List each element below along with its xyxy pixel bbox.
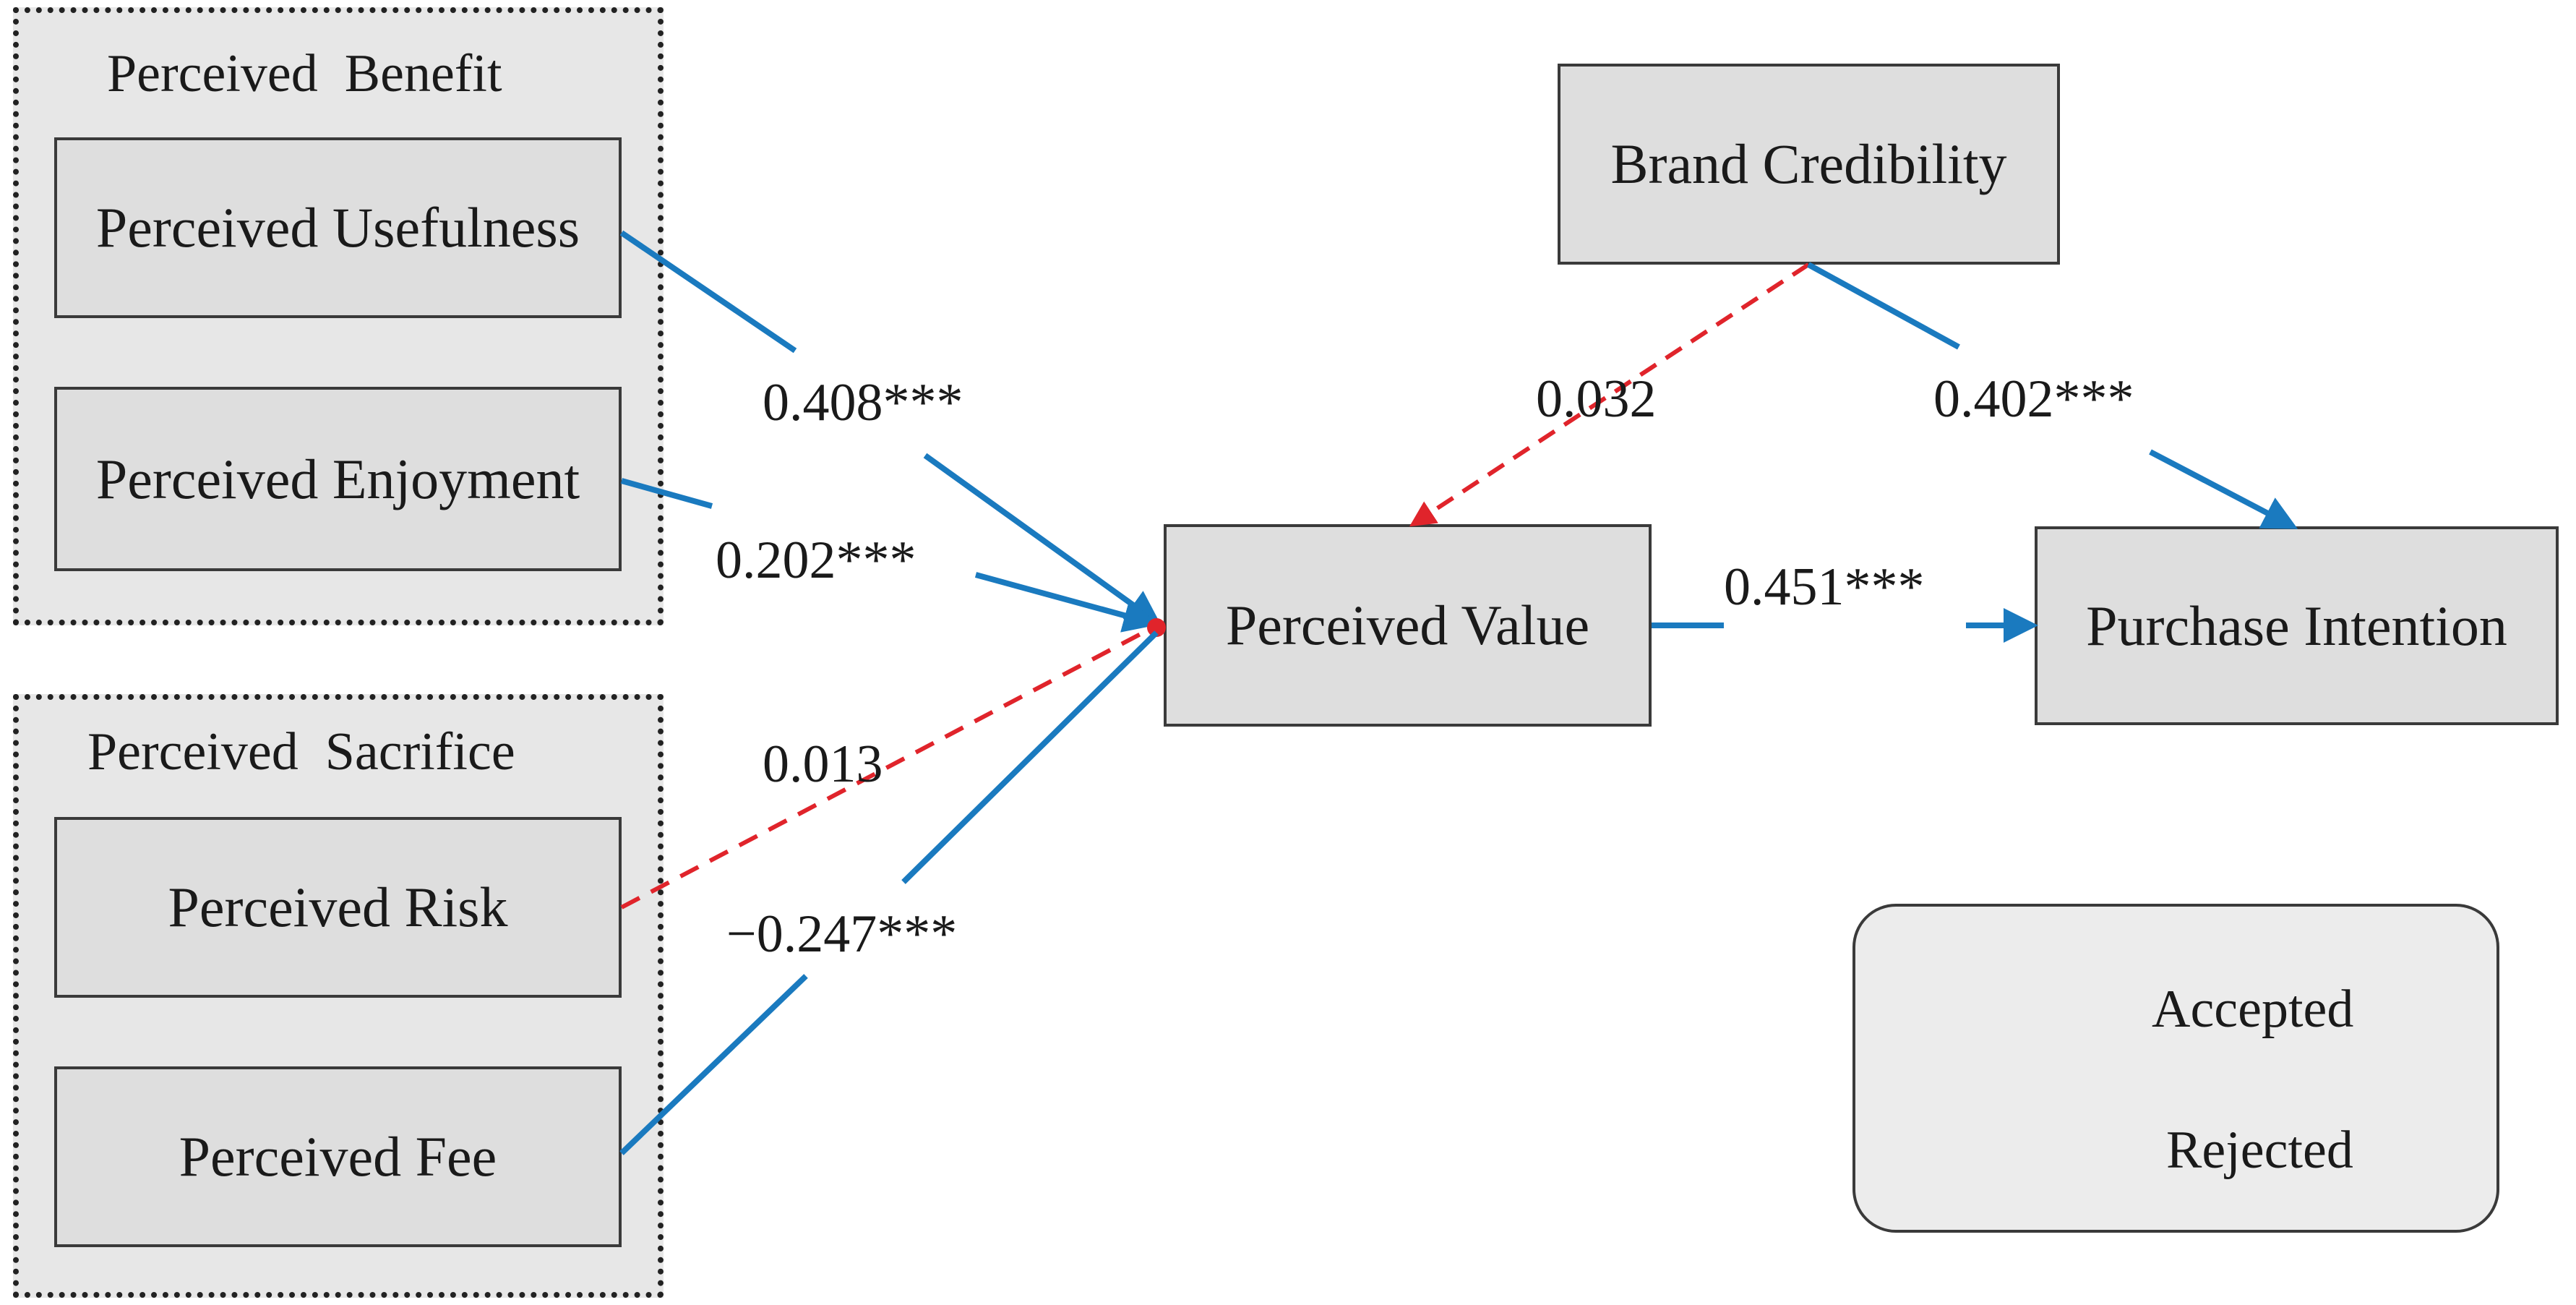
brand-to-intention-line [1807,262,1960,350]
brand-to-value-arrow [1409,262,1810,527]
enjoyment-to-value-line [620,478,713,509]
perceived-sacrifice-title: Perceived Sacrifice [87,722,515,782]
usefulness-to-value-line [619,230,797,354]
brand-to-intention-coefficient-label: 0.402*** [1933,369,2134,429]
fee-to-value-arrow [901,630,1159,884]
value-to-intention-coefficient-label: 0.451*** [1724,557,1925,617]
fee-to-value-line [619,974,808,1155]
purchase-intention-node: Purchase Intention [2035,526,2559,725]
brand-credibility-node: Brand Credibility [1558,64,2060,265]
legend-accepted-label: Accepted [2152,980,2354,1039]
perceived-usefulness-node: Perceived Usefulness [54,137,622,318]
risk-coefficient-label: 0.013 [763,735,883,794]
perceived-value-node: Perceived Value [1164,524,1652,727]
brand-to-intention-arrow [2149,449,2298,529]
perceived-enjoyment-node: Perceived Enjoyment [54,387,622,571]
perceived-risk-node: Perceived Risk [54,817,622,998]
usefulness-to-value-arrow [923,453,1162,625]
legend-box: Accepted Rejected [1852,904,2499,1233]
perceived-benefit-title: Perceived Benefit [107,44,502,103]
enjoyment-to-value-arrow [974,572,1159,633]
risk-to-value-line [620,625,1154,910]
brand-to-value-coefficient-label: 0.032 [1536,369,1657,429]
usefulness-coefficient-label: 0.408*** [763,373,963,432]
value-junction-dot [1147,618,1166,637]
perceived-fee-node: Perceived Fee [54,1066,622,1247]
fee-coefficient-label: −0.247*** [726,904,958,964]
legend-rejected-label: Rejected [2166,1121,2353,1180]
enjoyment-coefficient-label: 0.202*** [716,531,916,590]
